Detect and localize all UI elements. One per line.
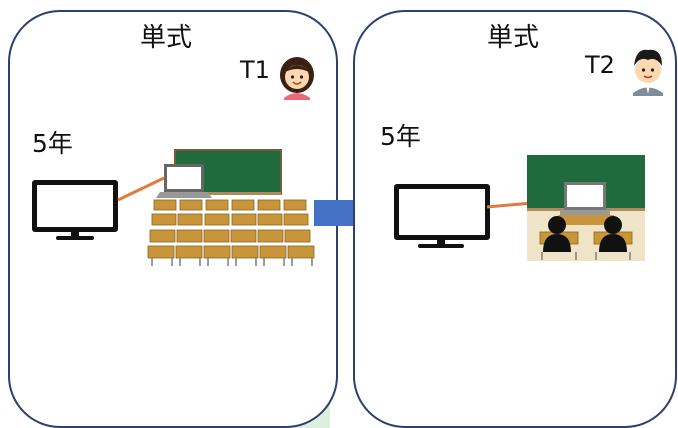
classroom-desks <box>147 199 315 259</box>
monitor-icon <box>394 184 490 248</box>
remote-classroom-scene <box>527 155 645 261</box>
cable-line <box>117 176 165 202</box>
female-teacher-icon <box>280 57 314 100</box>
laptop-icon <box>156 164 212 198</box>
desk-legs <box>151 258 313 266</box>
right-mode-label: 単式 <box>487 23 540 53</box>
left-grade-label: 5年 <box>32 129 73 158</box>
monitor-icon <box>32 180 118 240</box>
right-grade-label: 5年 <box>380 122 421 151</box>
left-mode-label: 単式 <box>140 23 193 53</box>
left-teacher-label: T1 <box>240 56 270 84</box>
male-teacher-icon <box>633 49 663 96</box>
right-teacher-label: T2 <box>585 51 615 79</box>
